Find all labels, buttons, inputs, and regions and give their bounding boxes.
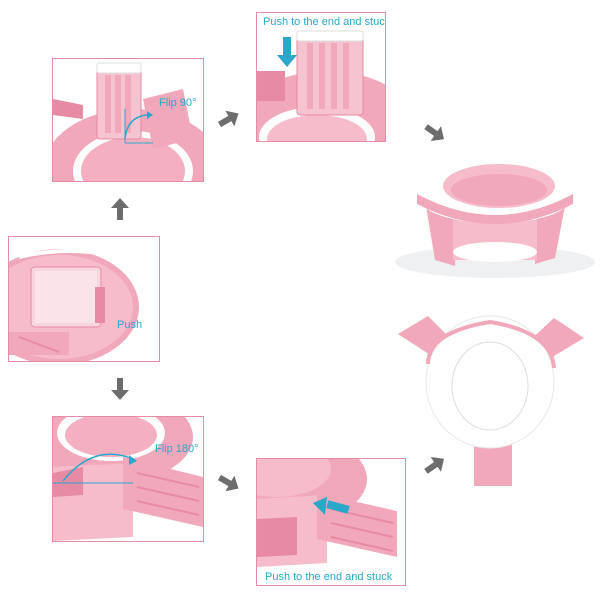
arrow-right-icon — [218, 110, 239, 128]
flip180-label: Flip 180° — [155, 443, 199, 455]
push-end-bottom-label: Push to the end and stuck — [265, 571, 393, 583]
step-flip180-panel: Flip 180° — [52, 416, 204, 542]
arrow-right-icon — [424, 457, 445, 474]
potty-folded-illustration — [9, 237, 139, 361]
arrow-down-icon — [111, 378, 129, 400]
potty-push-end-top-illustration — [257, 30, 385, 141]
potty-seat-ring-image — [398, 315, 584, 486]
step-push-panel: Push — [8, 236, 160, 362]
potty-flip180-illustration — [53, 417, 203, 541]
arrow-right-icon — [424, 124, 445, 141]
potty-push-end-bottom-illustration — [257, 459, 397, 567]
step-push-end-top-panel: Push to the end and stuck — [256, 12, 386, 142]
push-label: Push — [117, 319, 143, 331]
step-push-end-bottom-panel: Push to the end and stuck — [256, 458, 406, 586]
flip90-label: Flip 90° — [159, 97, 197, 109]
arrow-up-icon — [111, 198, 129, 220]
assembled-potty-image — [395, 158, 595, 278]
step-flip90-panel: Flip 90° — [52, 58, 204, 182]
push-end-top-label: Push to the end and stuck — [263, 16, 386, 28]
potty-flip90-illustration — [53, 62, 203, 181]
arrow-right-icon — [218, 474, 239, 492]
